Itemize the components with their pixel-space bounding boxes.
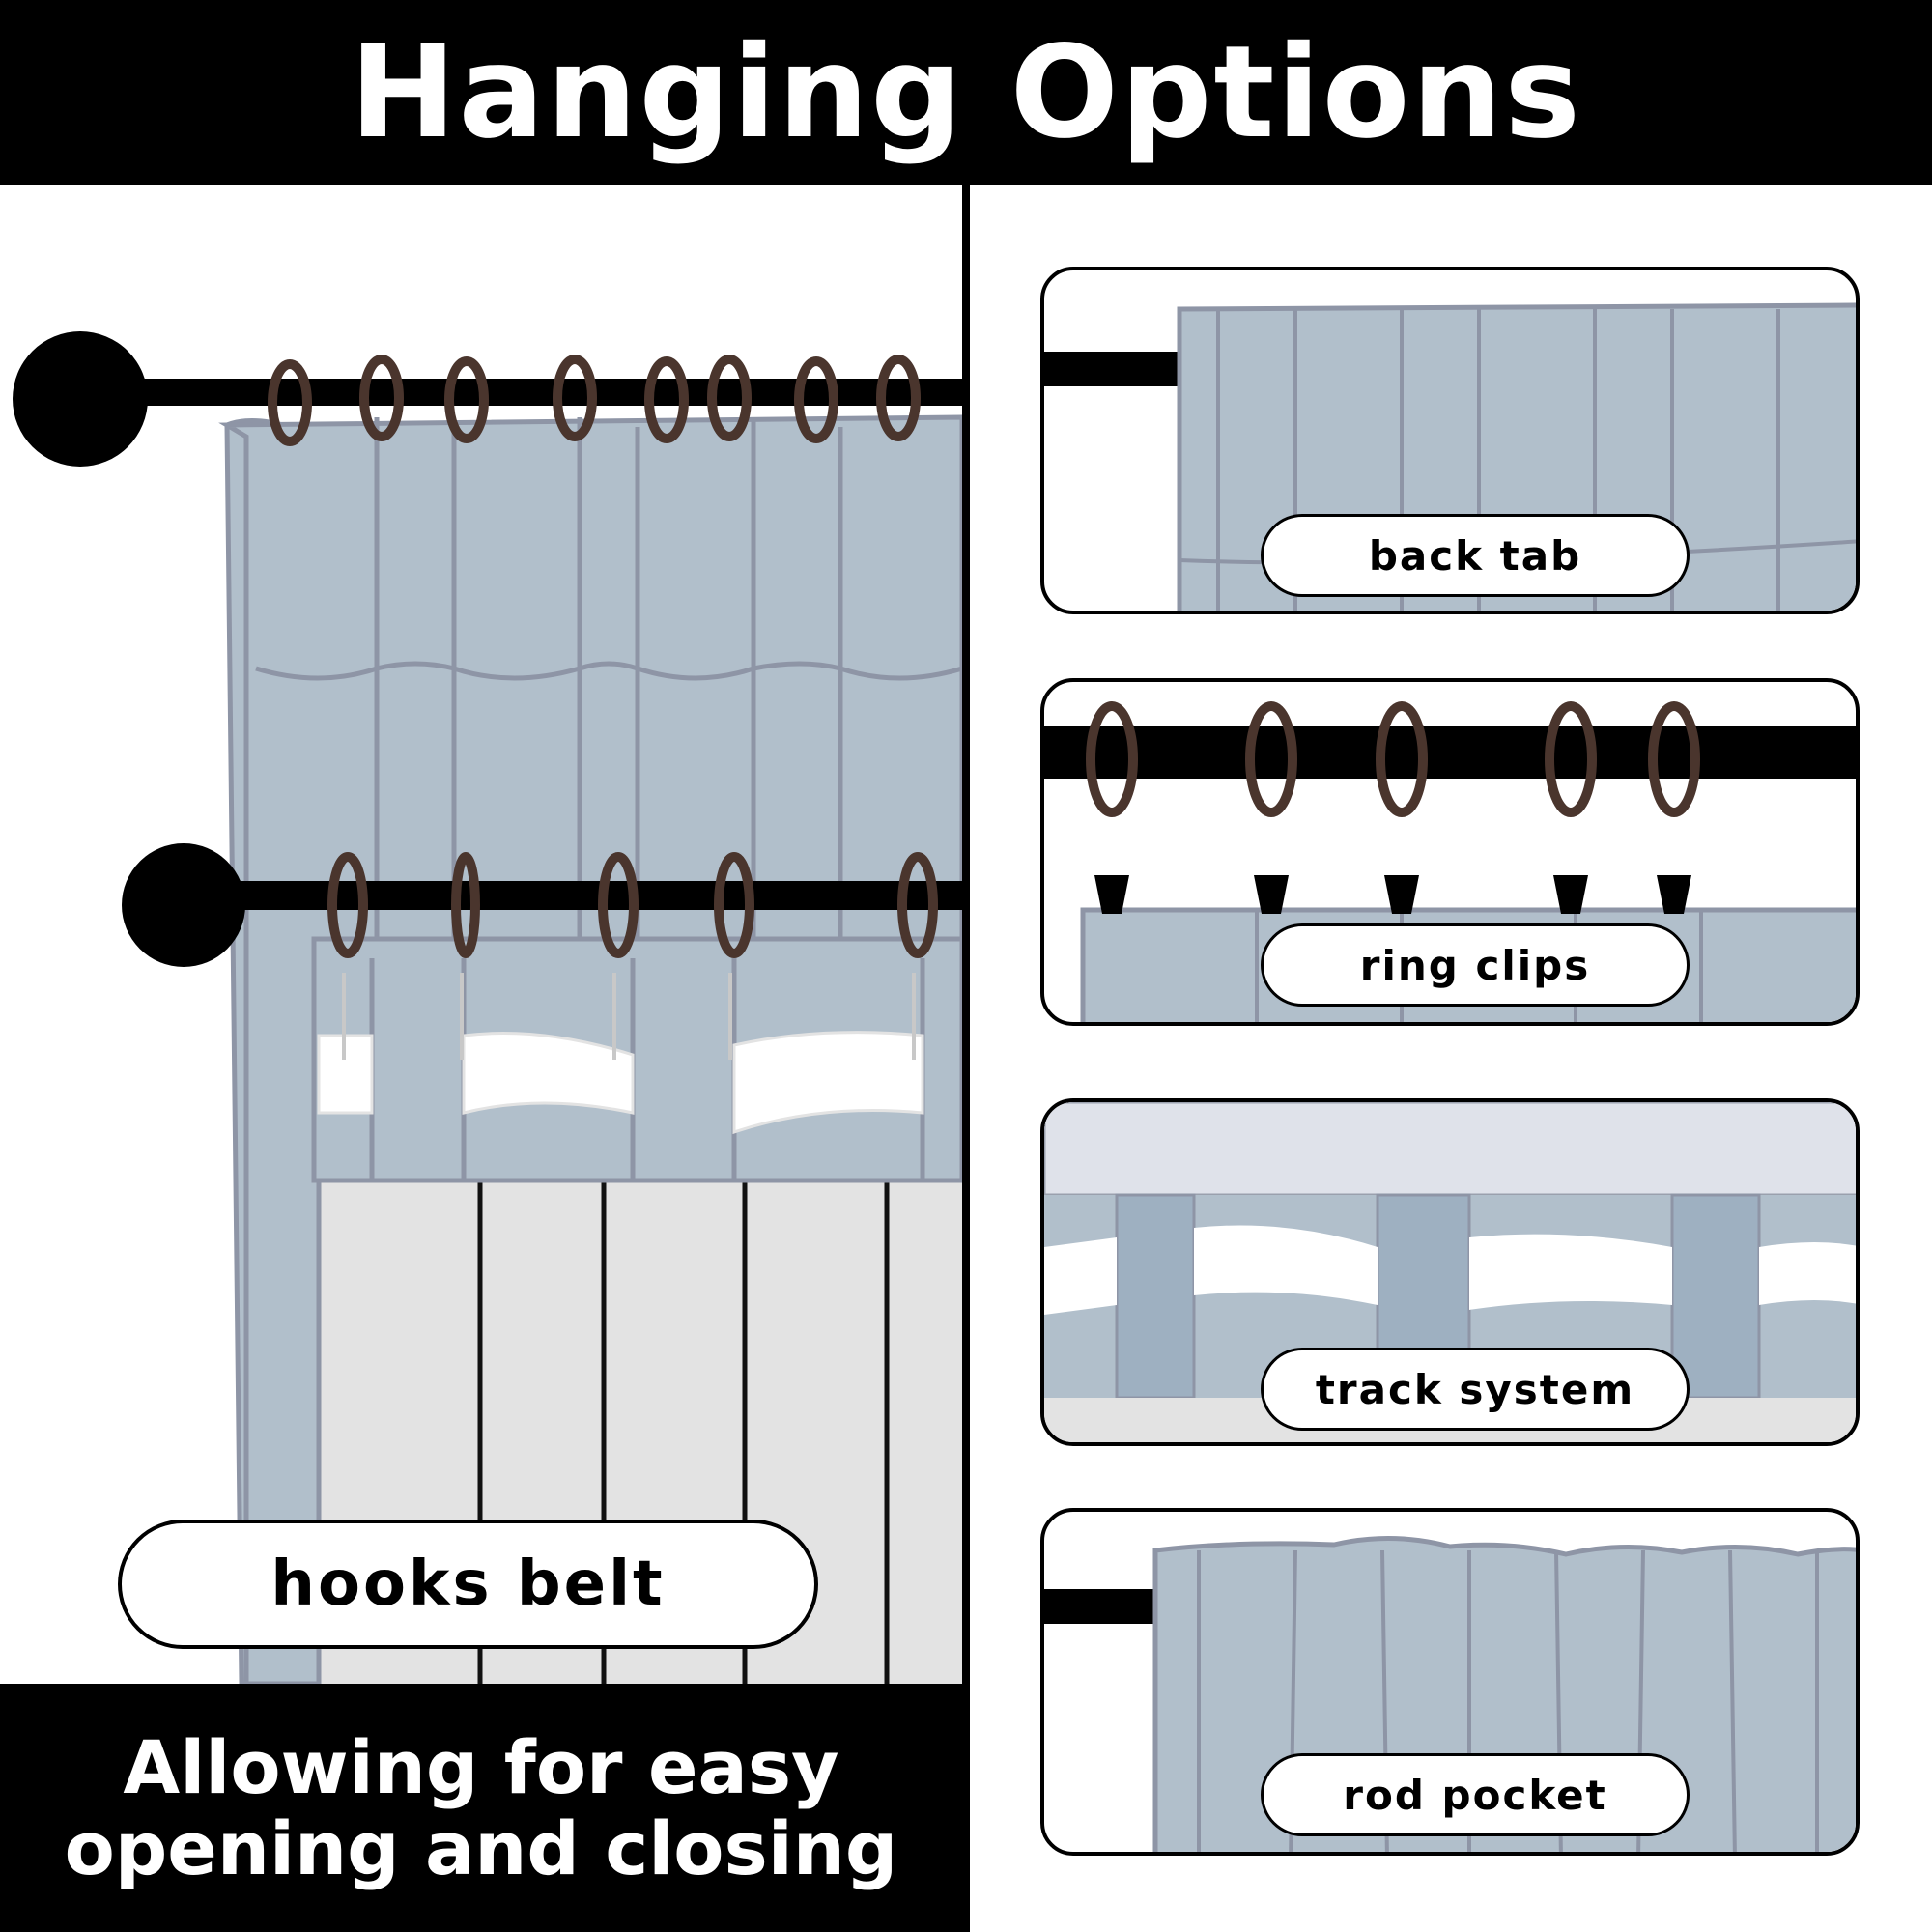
ring-clips-rings: [1086, 701, 1700, 817]
ring-clips-panel: ring clips: [1040, 678, 1860, 1026]
hooks-belt-label: hooks belt: [118, 1520, 818, 1649]
header-banner: Hanging Options: [0, 0, 1932, 185]
footer-line-2: opening and closing: [64, 1804, 898, 1891]
track-rail: [1044, 1102, 1856, 1197]
header-tape: [317, 1031, 924, 1135]
track-system-drawing: [1044, 1102, 1856, 1442]
track-system-panel: track system: [1040, 1098, 1860, 1446]
vertical-divider: [962, 185, 970, 1932]
page-title: Hanging Options: [350, 18, 1582, 167]
rod-pocket-label: rod pocket: [1261, 1753, 1690, 1836]
top-rings: [268, 355, 921, 446]
top-rod-finial: [13, 331, 148, 467]
metal-hooks: [342, 973, 916, 1060]
rod-pocket-panel: rod pocket: [1040, 1508, 1860, 1856]
rod-pocket-folds: [1197, 1549, 1819, 1852]
rod-pocket-rod: [1044, 1589, 1160, 1624]
back-tab-panel: back tab: [1040, 267, 1860, 614]
back-tab-rod: [1044, 352, 1179, 386]
ring-clips-rod: [1044, 726, 1856, 779]
middle-rings: [327, 852, 938, 958]
footer-line-1: Allowing for easy: [123, 1723, 839, 1810]
middle-rod-finial: [122, 843, 245, 967]
footer-banner: Allowing for easy opening and closing: [0, 1684, 962, 1932]
middle-rod: [184, 881, 962, 910]
back-curtain-folds: [255, 417, 962, 958]
back-tab-label: back tab: [1261, 514, 1690, 597]
track-system-label: track system: [1261, 1348, 1690, 1431]
hooks-belt-illustration: [0, 185, 962, 1684]
ring-clips-clips: [1094, 875, 1691, 914]
top-rod: [97, 379, 962, 406]
ring-clips-label: ring clips: [1261, 923, 1690, 1007]
hooks-belt-drawing: [13, 331, 962, 1684]
track-tape: [1044, 1225, 1856, 1315]
